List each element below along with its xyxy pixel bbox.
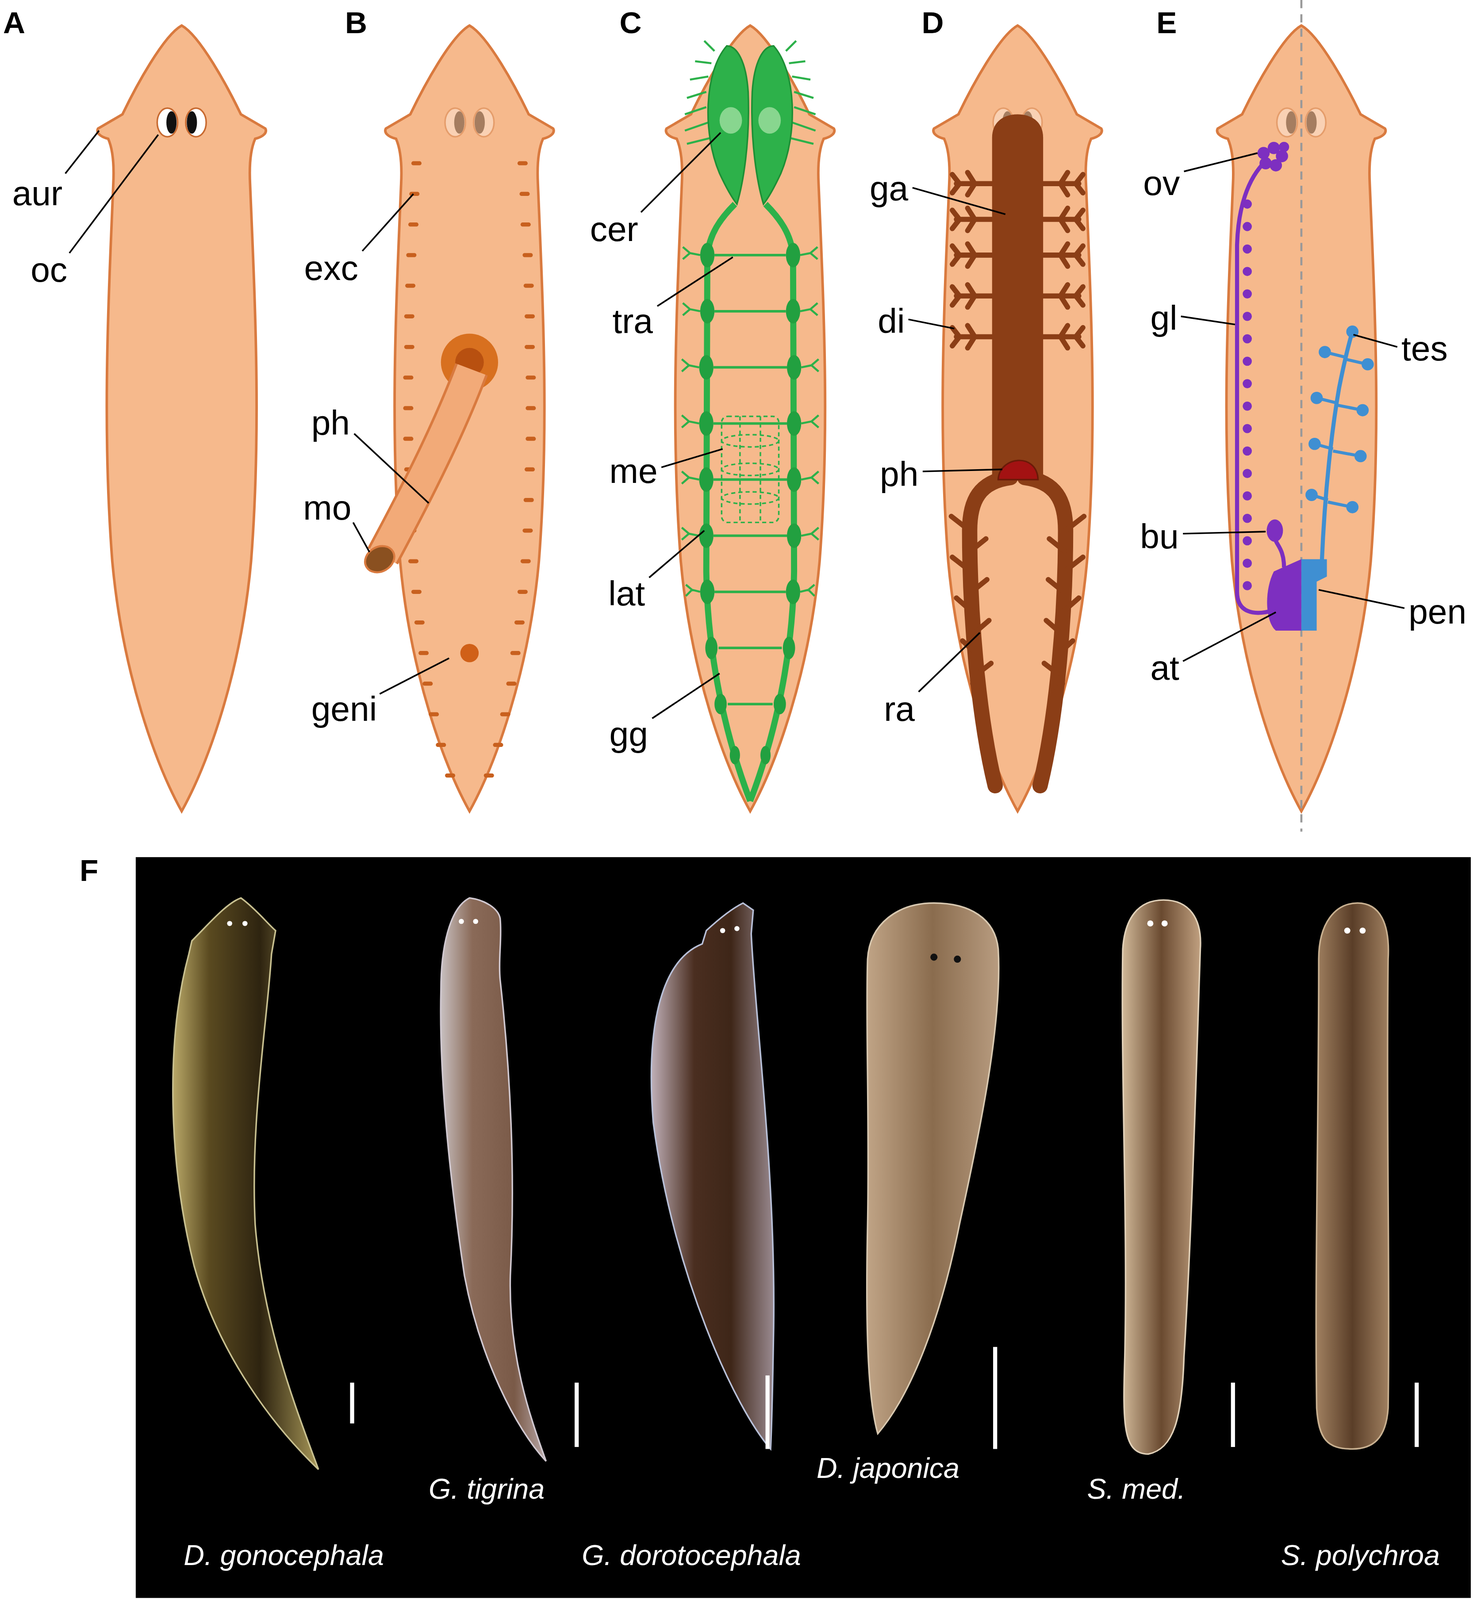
- eye-spot: [953, 955, 961, 964]
- species-label: S. med.: [1086, 1473, 1186, 1506]
- pharynx-tube: [382, 369, 472, 557]
- part-label: ph: [311, 402, 350, 443]
- genital-pore: [460, 644, 480, 663]
- part-label: ph: [879, 454, 919, 495]
- part-label: me: [609, 451, 658, 492]
- worm-photo: [440, 898, 546, 1462]
- eye-spot: [734, 926, 740, 932]
- part-label: cer: [590, 209, 639, 250]
- species-label: G. tigrina: [428, 1473, 545, 1506]
- eye-spot: [242, 920, 248, 927]
- pharynx-outline: [382, 369, 472, 557]
- scale-bars: [352, 1347, 1417, 1450]
- testes: [1305, 325, 1374, 514]
- bursa-stalk: [1275, 540, 1284, 568]
- ventral-nerve-cord: [750, 203, 795, 802]
- species-label: D. gonocephala: [183, 1539, 384, 1573]
- oviduct: [1237, 161, 1274, 614]
- part-label: gl: [1150, 298, 1178, 338]
- part-label: exc: [304, 248, 359, 288]
- cerebral-ganglion: [752, 46, 793, 205]
- eye-spot: [1359, 927, 1366, 934]
- part-label: at: [1150, 648, 1179, 688]
- part-label: geni: [311, 689, 377, 729]
- species-label: G. dorotocephala: [581, 1539, 802, 1573]
- eye-spot: [1161, 920, 1168, 927]
- genital-atrium: [1266, 559, 1301, 631]
- nerve-ganglia: [699, 242, 802, 765]
- anterior-gut-branch: [992, 114, 1044, 480]
- eye-spot: [1147, 920, 1154, 927]
- eye-spot: [1344, 927, 1351, 934]
- species-label: S. polychroa: [1281, 1539, 1440, 1573]
- penis: [1301, 559, 1328, 631]
- species-label: D. japonica: [816, 1452, 960, 1485]
- part-label: ga: [869, 168, 909, 209]
- worm-photo: [1316, 903, 1389, 1450]
- ovary: [1257, 141, 1290, 172]
- worm-photo: [867, 903, 999, 1435]
- worm-photo: [651, 903, 774, 1450]
- copulatory-bursa: [1266, 519, 1283, 542]
- midline: [1300, 0, 1303, 833]
- eye-spot: [458, 919, 465, 925]
- eye-spot: [226, 920, 233, 927]
- part-label: lat: [608, 573, 645, 614]
- panel-letter: C: [619, 5, 642, 41]
- part-label: mo: [303, 487, 352, 528]
- worm-photo: [172, 898, 319, 1470]
- part-label: gg: [609, 714, 649, 755]
- part-label: pen: [1408, 591, 1467, 632]
- part-label: ra: [883, 689, 915, 729]
- eye-spot: [719, 107, 743, 134]
- leader-lines: [65, 130, 1405, 719]
- part-label: ov: [1143, 163, 1180, 204]
- eye-spots: [157, 108, 207, 138]
- part-label: aur: [12, 173, 63, 214]
- planarian-body: [933, 25, 1102, 812]
- part-label: oc: [30, 249, 68, 290]
- transverse-commissures: [713, 255, 787, 705]
- pharynx-nerve-mesh: [721, 416, 779, 523]
- panel-letter: B: [345, 5, 368, 41]
- part-label: tes: [1401, 328, 1448, 369]
- part-label: tra: [612, 301, 653, 342]
- panel-letter: D: [921, 5, 944, 41]
- panel-letter: E: [1156, 5, 1177, 41]
- eye-spot: [720, 928, 726, 934]
- eye-spot: [930, 953, 938, 961]
- worm-photo: [1122, 900, 1201, 1455]
- panel-letter: A: [3, 5, 26, 41]
- eye-spot: [758, 107, 781, 134]
- posterior-diverticula: [951, 516, 1084, 695]
- cerebral-ganglion: [708, 46, 749, 205]
- lateral-nerves: [681, 246, 819, 596]
- photo-background: [135, 857, 1471, 1599]
- panel-letter: F: [79, 853, 99, 889]
- testis-branches: [1311, 352, 1368, 508]
- planarian-body: [97, 25, 266, 812]
- planarian-body: [666, 25, 835, 812]
- sensory-nerves: [684, 40, 816, 144]
- pharynx: [998, 460, 1039, 480]
- eye-spots: [445, 108, 495, 138]
- part-label: di: [877, 301, 905, 342]
- ventral-nerve-cord: [706, 203, 751, 802]
- part-label: bu: [1139, 516, 1179, 557]
- eye-spot: [472, 919, 479, 925]
